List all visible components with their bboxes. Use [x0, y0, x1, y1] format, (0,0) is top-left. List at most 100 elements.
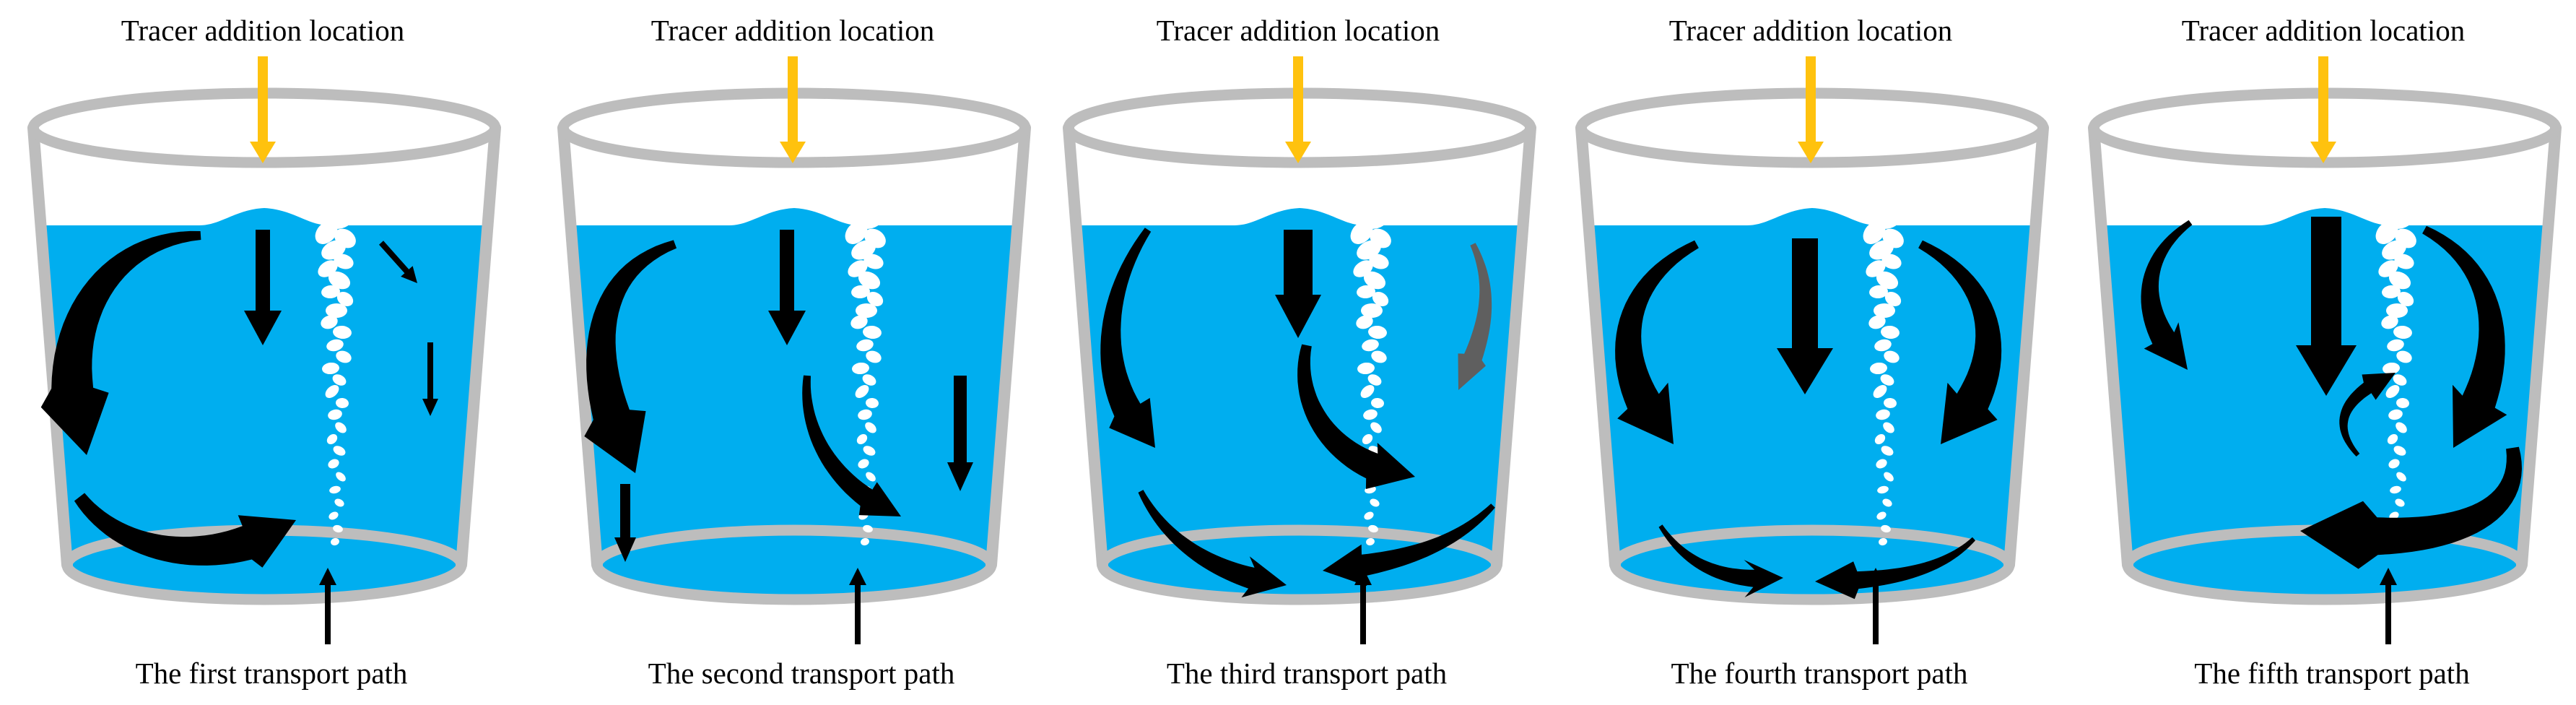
upward-flow-arrow: [2339, 373, 2396, 457]
water-body: [1588, 208, 2036, 600]
tracer-particle: [2397, 291, 2414, 307]
tracer-particle: [865, 422, 876, 433]
tracer-particles: [845, 207, 886, 546]
path-pointer-arrow: [319, 568, 336, 644]
tracer-particle: [2396, 397, 2409, 409]
transport-path-label: The fifth transport path: [2194, 657, 2469, 690]
path-pointer-arrow: [1354, 568, 1372, 644]
tracer-addition-label: Tracer addition location: [2182, 14, 2465, 47]
tracer-particle: [1879, 537, 1887, 546]
transport-path-label: The fourth transport path: [1671, 657, 1967, 690]
tracer-particle: [1884, 472, 1894, 482]
tracer-particle: [332, 374, 347, 386]
tracer-particle: [1883, 422, 1894, 433]
tracer-particle: [325, 384, 339, 399]
downward-flow-arrow: [244, 230, 282, 345]
tracer-particle: [1876, 511, 1887, 520]
tracer-particle: [336, 350, 352, 363]
bottom-transport-arrow: [74, 493, 297, 568]
tracer-particle: [1369, 254, 1389, 269]
downward-flow-arrow: [1777, 238, 1833, 394]
tracer-particle: [866, 397, 879, 409]
tracer-particle: [863, 325, 882, 339]
tracer-particle: [2385, 384, 2400, 399]
tracer-particle: [2396, 422, 2407, 433]
tracer-particle: [1882, 498, 1892, 507]
tracer-particle: [863, 524, 873, 533]
cup-left-wall: [2088, 122, 2133, 571]
tracer-particle: [1368, 325, 1387, 339]
tracer-particle: [1876, 271, 1899, 290]
tracer-particle: [861, 537, 869, 546]
bottom-transport-arrow: [1138, 490, 1287, 598]
cup-left-wall: [1575, 122, 1621, 571]
tracer-particle: [2393, 374, 2407, 386]
tracer-particle: [2396, 472, 2406, 482]
downward-flow-arrow: [1275, 230, 1321, 338]
tracer-particle: [2386, 303, 2408, 318]
tracer-particle: [863, 446, 876, 456]
transport-path-label: The second transport path: [648, 657, 955, 690]
tracer-particle: [1874, 339, 1892, 352]
minor-flow-arrow: [422, 342, 438, 416]
tracer-particle: [2375, 221, 2398, 244]
tracer-particle: [863, 254, 884, 269]
tracer-particle: [1884, 350, 1900, 363]
tracer-particle: [1350, 221, 1373, 244]
tracer-particle: [852, 362, 869, 375]
tracer-particle: [328, 409, 342, 420]
tracer-particles: [1350, 207, 1391, 546]
tracer-particle: [334, 254, 354, 269]
tracer-particle: [326, 434, 338, 444]
circulation-arrow: [584, 240, 677, 473]
tracer-particle: [336, 397, 349, 409]
tracer-particle: [2388, 271, 2411, 290]
tracer-particle: [1869, 285, 1888, 299]
tracer-particle: [321, 315, 338, 329]
tracer-particle: [326, 303, 347, 318]
tracer-particle: [336, 472, 346, 482]
tracer-particle: [329, 485, 341, 494]
gray-flow-arrow: [1458, 243, 1492, 390]
tracer-particle: [1884, 397, 1897, 409]
cup-right-wall: [2516, 122, 2562, 571]
circulation-arrow: [40, 230, 201, 455]
tracer-particle: [1881, 524, 1891, 533]
bottom-transport-arrow: [1658, 524, 1783, 597]
tracer-particle: [1863, 221, 1886, 244]
tracer-particle: [1873, 384, 1887, 399]
tracer-particle: [1367, 374, 1382, 386]
tracer-particle: [333, 524, 343, 533]
cup-right-wall: [1491, 122, 1536, 571]
tracer-particle: [2387, 339, 2404, 352]
tracer-particle: [1366, 537, 1375, 546]
tracer-particle: [1363, 409, 1378, 420]
tracer-particle: [328, 271, 351, 290]
tracer-particle: [2382, 285, 2401, 299]
tracer-particle: [1370, 498, 1380, 507]
tracer-particle: [1357, 362, 1375, 375]
tracer-particle: [1357, 285, 1375, 299]
tracer-particle: [2388, 459, 2400, 469]
path-pointer-arrow: [1867, 568, 1884, 644]
transport-path-arrow: [1297, 344, 1415, 489]
circulation-arrow: [1918, 240, 2002, 444]
tracer-particle: [322, 362, 339, 375]
cup-left-wall: [27, 122, 73, 571]
minor-flow-arrow: [379, 241, 417, 283]
tracer-particle: [1362, 339, 1379, 352]
cup-bottom: [1609, 524, 2015, 605]
tracer-particle: [866, 350, 882, 363]
tracer-particle: [856, 303, 877, 318]
tracer-particle: [1356, 315, 1373, 329]
tracer-particle: [2394, 254, 2414, 269]
water-body: [40, 208, 488, 600]
tracer-particle: [1368, 524, 1378, 533]
tracer-particle: [1868, 315, 1886, 329]
tracer-particle: [845, 221, 868, 244]
tracer-particle: [2396, 350, 2412, 363]
transport-path-label: The first transport path: [136, 657, 408, 690]
